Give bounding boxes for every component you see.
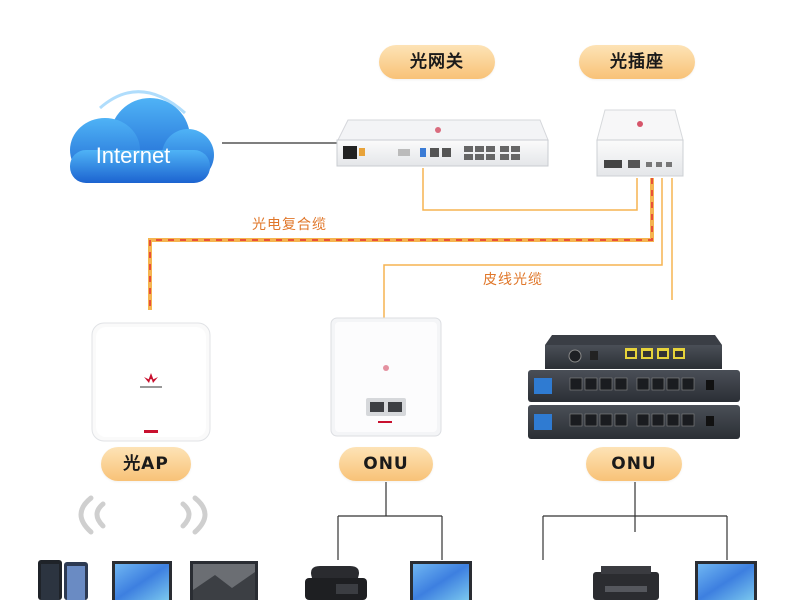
monitor-icon [190, 561, 258, 600]
monitor-icon [112, 561, 172, 600]
internet-label: Internet [96, 143, 171, 168]
onu-right-branch-lines [542, 482, 728, 560]
optical-ap-label: 光AP [101, 447, 191, 481]
desk-phone-icon [305, 566, 367, 600]
optical-socket-device [596, 109, 684, 177]
optical-gateway-device [336, 119, 549, 167]
hybrid-cable-label: 光电复合缆 [252, 217, 327, 233]
switch-stack-device [528, 335, 740, 439]
smartphone-icon [38, 560, 88, 600]
optical-socket-label: 光插座 [579, 45, 695, 79]
drop-cable-left-onu [383, 178, 663, 318]
onu-left-branch-lines [337, 482, 443, 560]
gateway-socket-fiber [422, 168, 638, 211]
monitor-icon [695, 561, 757, 600]
hybrid-cable-dash [149, 178, 653, 310]
monitor-icon [410, 561, 472, 600]
printer-icon [593, 566, 659, 600]
optical-ap-device [91, 322, 211, 442]
onu-panel-device [330, 317, 442, 437]
onu-right-label: ONU [586, 447, 682, 481]
onu-left-label: ONU [339, 447, 433, 481]
optical-gateway-label: 光网关 [379, 45, 495, 79]
wifi-signal-icon [78, 495, 208, 535]
drop-cable-label: 皮线光缆 [483, 272, 543, 288]
hybrid-cable-base [148, 178, 654, 310]
cloud-icon [70, 90, 214, 183]
